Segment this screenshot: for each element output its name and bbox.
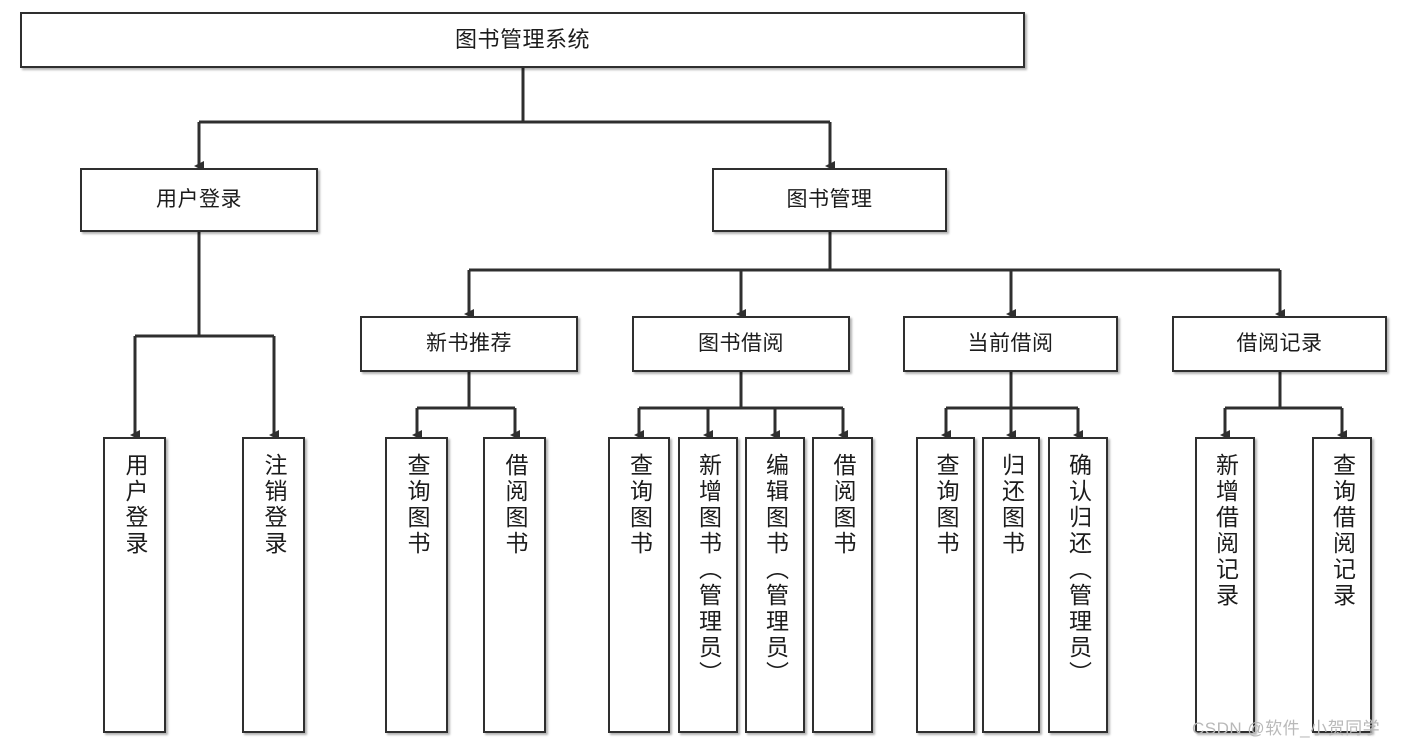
node-label: 查询借阅记录 bbox=[1329, 453, 1356, 609]
node-leaf-borrow-4[interactable]: 借阅图书 bbox=[812, 437, 873, 733]
node-leaf-cur-2[interactable]: 归还图书 bbox=[982, 437, 1040, 733]
node-leaf-new-1[interactable]: 查询图书 bbox=[385, 437, 448, 733]
node-label: 新书推荐 bbox=[426, 331, 512, 355]
node-label: 图书管理 bbox=[786, 187, 873, 211]
node-current[interactable]: 当前借阅 bbox=[903, 316, 1118, 372]
node-label: 查询图书 bbox=[404, 453, 430, 557]
node-label: 查询图书 bbox=[626, 453, 653, 557]
node-leaf-login-1[interactable]: 用户登录 bbox=[103, 437, 166, 733]
node-leaf-new-2[interactable]: 借阅图书 bbox=[483, 437, 546, 733]
node-label: 编辑图书（管理员） bbox=[762, 453, 789, 687]
node-borrow[interactable]: 图书借阅 bbox=[632, 316, 850, 372]
node-label: 新增图书（管理员） bbox=[695, 453, 722, 687]
node-newbook[interactable]: 新书推荐 bbox=[360, 316, 578, 372]
node-leaf-cur-1[interactable]: 查询图书 bbox=[916, 437, 975, 733]
node-leaf-borrow-2[interactable]: 新增图书（管理员） bbox=[678, 437, 738, 733]
node-leaf-borrow-1[interactable]: 查询图书 bbox=[608, 437, 670, 733]
node-label: 注销登录 bbox=[261, 453, 287, 557]
node-bookmgmt[interactable]: 图书管理 bbox=[712, 168, 947, 232]
node-label: 归还图书 bbox=[998, 453, 1025, 557]
node-label: 用户登录 bbox=[122, 453, 148, 557]
node-label: 图书管理系统 bbox=[454, 27, 590, 53]
node-label: 新增借阅记录 bbox=[1212, 453, 1239, 609]
node-leaf-rec-2[interactable]: 查询借阅记录 bbox=[1312, 437, 1372, 733]
node-login[interactable]: 用户登录 bbox=[80, 168, 318, 232]
node-label: 用户登录 bbox=[156, 187, 242, 211]
csdn-watermark: CSDN @软件_小贺同学 bbox=[1192, 719, 1381, 738]
node-label: 当前借阅 bbox=[967, 331, 1054, 355]
node-label: 借阅记录 bbox=[1236, 331, 1323, 355]
node-root[interactable]: 图书管理系统 bbox=[20, 12, 1025, 68]
node-leaf-cur-3[interactable]: 确认归还（管理员） bbox=[1048, 437, 1108, 733]
node-records[interactable]: 借阅记录 bbox=[1172, 316, 1387, 372]
node-label: 查询图书 bbox=[933, 453, 959, 557]
node-label: 图书借阅 bbox=[698, 331, 784, 355]
connector-lines bbox=[130, 68, 1347, 440]
node-label: 借阅图书 bbox=[830, 453, 856, 557]
node-label: 确认归还（管理员） bbox=[1065, 453, 1092, 687]
node-label: 借阅图书 bbox=[502, 453, 528, 557]
node-leaf-rec-1[interactable]: 新增借阅记录 bbox=[1195, 437, 1255, 733]
node-leaf-login-2[interactable]: 注销登录 bbox=[242, 437, 305, 733]
node-leaf-borrow-3[interactable]: 编辑图书（管理员） bbox=[745, 437, 805, 733]
